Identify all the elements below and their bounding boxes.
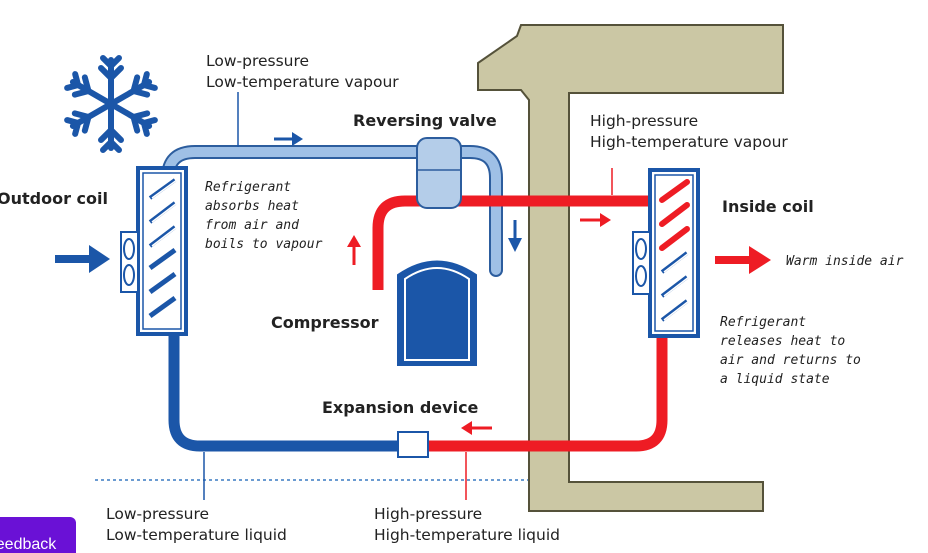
expansion-device: [397, 431, 429, 458]
flow-up-arrow-icon: [347, 235, 361, 265]
snowflake-icon: [66, 55, 156, 150]
vapour-low-label-2: Low-temperature vapour: [206, 73, 399, 91]
feedback-button[interactable]: Feedback: [0, 517, 76, 553]
outdoor-note-4: boils to vapour: [205, 237, 323, 252]
building-wall: [477, 24, 784, 512]
outdoor-fan: [120, 231, 139, 293]
expansion-device-label: Expansion device: [322, 398, 479, 417]
compressor-label: Compressor: [271, 313, 379, 332]
flow-left-arrow-icon: [461, 421, 492, 435]
liquid-low-label-1: Low-pressure: [106, 505, 209, 523]
flow-right-arrow-icon: [274, 132, 303, 146]
warm-air-label: Warm inside air: [786, 254, 904, 269]
outdoor-airflow-arrow-icon: [55, 245, 110, 273]
liquid-pipe-cold: [168, 332, 398, 452]
liquid-high-label-1: High-pressure: [374, 505, 482, 523]
hot-gas-pipe: [372, 195, 650, 290]
outdoor-coil-label: Outdoor coil: [0, 189, 108, 208]
compressor: [397, 260, 477, 366]
outdoor-note-2: absorbs heat: [205, 199, 299, 214]
flow-down-arrow-icon: [508, 220, 522, 252]
vapour-low-label-1: Low-pressure: [206, 52, 309, 70]
suction-pipe: [163, 147, 501, 275]
inside-note-3: air and returns to: [720, 353, 861, 368]
leader-lines: [465, 168, 613, 500]
vapour-high-label-2: High-temperature vapour: [590, 133, 788, 151]
outdoor-note-3: from air and: [205, 218, 299, 233]
hot-flow-right-arrow-icon: [580, 213, 611, 227]
inside-coil: [648, 168, 700, 338]
liquid-high-label-2: High-temperature liquid: [374, 526, 560, 544]
inside-note-2: releases heat to: [720, 334, 845, 349]
outdoor-note-1: Refrigerant: [205, 180, 291, 195]
reversing-valve-label: Reversing valve: [353, 111, 497, 130]
warm-air-arrow-icon: [715, 246, 771, 274]
liquid-low-label-2: Low-temperature liquid: [106, 526, 287, 544]
liquid-pipe-hot: [428, 338, 668, 452]
inside-fan: [632, 231, 651, 295]
inside-note-4: a liquid state: [720, 372, 830, 387]
vapour-high-label-1: High-pressure: [590, 112, 698, 130]
inside-coil-label: Inside coil: [722, 197, 814, 216]
reversing-valve: [416, 137, 462, 209]
outdoor-coil: [136, 166, 188, 336]
inside-note-1: Refrigerant: [720, 315, 806, 330]
